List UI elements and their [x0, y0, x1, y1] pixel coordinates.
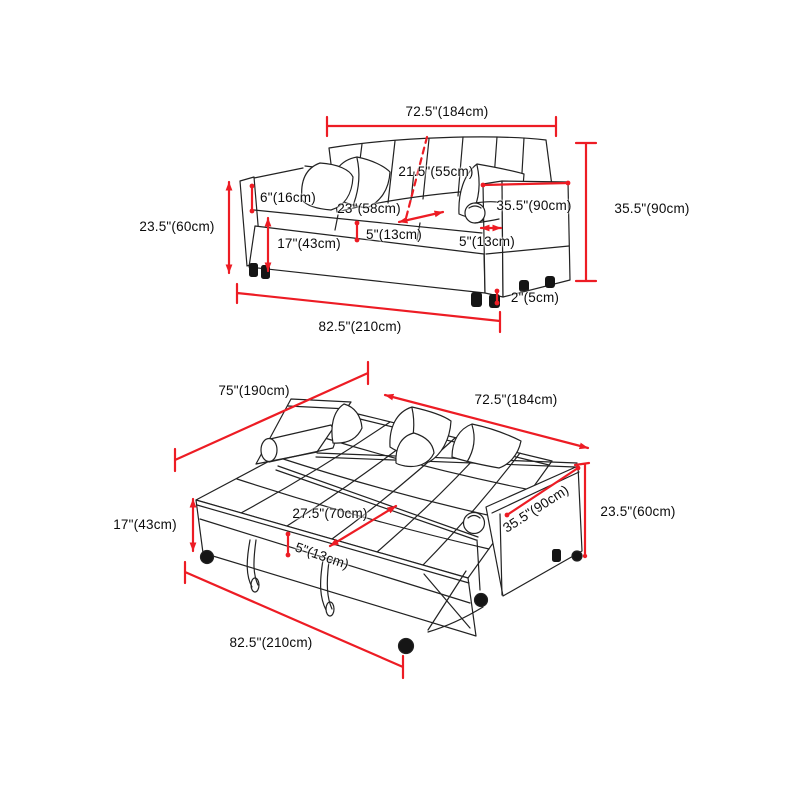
sofa-line-art [239, 136, 571, 308]
dim-line-bed-extension [328, 504, 398, 548]
sofa-width-label: 72.5"(184cm) [405, 104, 489, 120]
dim-line-sofa-backrest [403, 135, 429, 224]
bed-extension-label: 27.5"(70cm) [292, 506, 368, 522]
dim-line-sofa-height [574, 141, 598, 283]
sofa-arm-depth-label: 35.5"(90cm) [496, 198, 572, 214]
sofa-seat-height-label: 17"(43cm) [277, 236, 341, 252]
dim-line-sofa-seat-depth [397, 210, 445, 224]
dim-line-bed-side-height [573, 461, 591, 558]
dim-line-sofa-total-width [235, 282, 502, 334]
dim-line-bed-length [173, 360, 370, 473]
dim-line-bed-side-depth [504, 465, 581, 518]
sofa-cushion-label: 5"(13cm) [366, 227, 422, 243]
sofa-height-label: 35.5"(90cm) [614, 201, 690, 217]
sofa-backrest-label: 21.5"(55cm) [398, 164, 474, 180]
bed-total-length-label: 82.5"(210cm) [229, 635, 313, 651]
bed-platform-height-label: 17"(43cm) [113, 517, 177, 533]
dim-line-bed-total-length [183, 560, 405, 680]
sofa-seat-depth-label: 23"(58cm) [337, 201, 401, 217]
bed-width-label: 72.5"(184cm) [474, 392, 558, 408]
dim-line-bed-width [383, 393, 590, 450]
sofa-arm-width-label: 5"(13cm) [459, 234, 515, 250]
sofa-total-width-label: 82.5"(210cm) [318, 319, 402, 335]
sofa-side-height-label: 23.5"(60cm) [139, 219, 215, 235]
bed-length-label: 75"(190cm) [218, 383, 290, 399]
bed-line-art [195, 398, 583, 655]
dim-line-sofa-arm-depth [480, 180, 571, 188]
sofa-dimension-lines [225, 115, 598, 334]
bed-side-height-label: 23.5"(60cm) [600, 504, 676, 520]
bed-dimension-lines [173, 360, 591, 680]
sofa-leg-height-label: 2"(5cm) [510, 290, 560, 306]
dim-line-sofa-width [325, 115, 558, 138]
sofa-armtop-label: 6"(16cm) [260, 190, 316, 206]
